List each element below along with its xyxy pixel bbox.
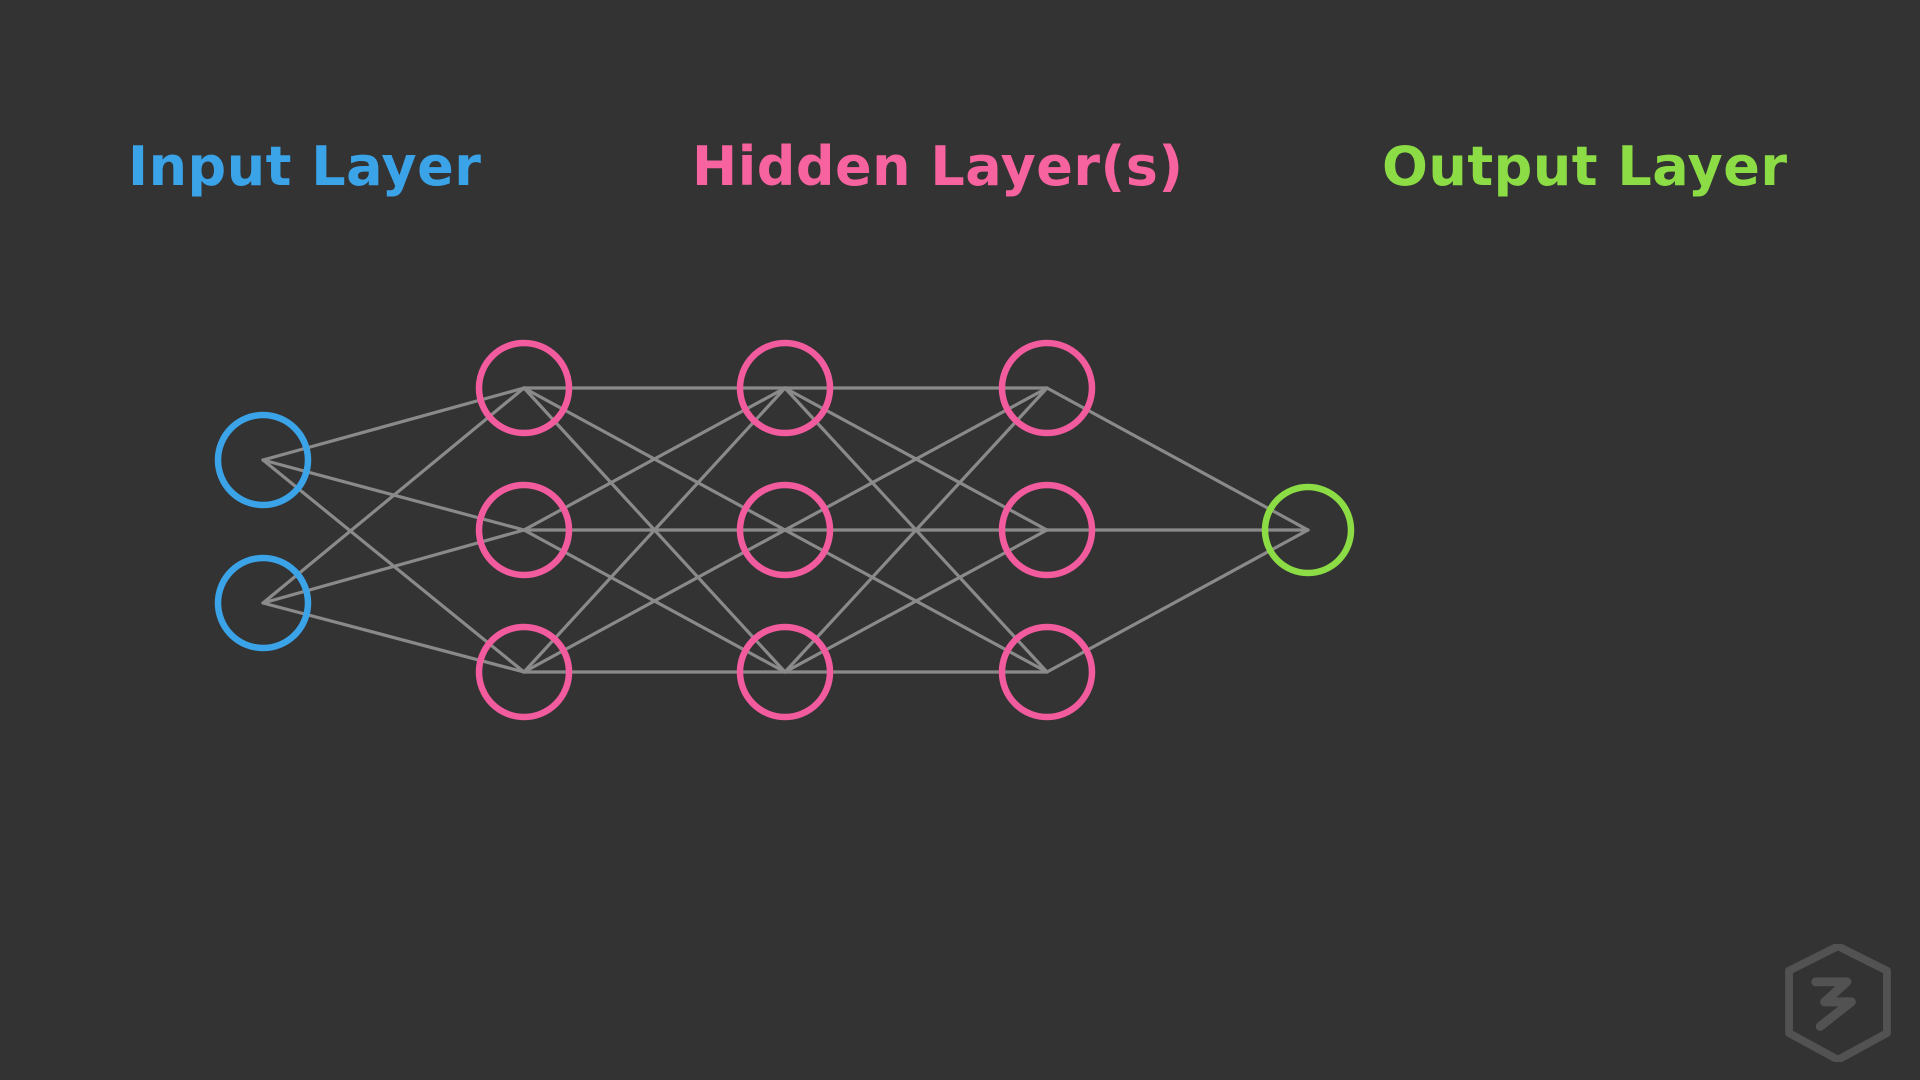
edge-input-n1-to-hidden-1-n0: [261, 386, 526, 605]
nodes-group: [214, 339, 1355, 721]
edge-input-n1-to-hidden-1-n2: [261, 601, 526, 674]
edge-input-n0-to-hidden-1-n0: [261, 386, 526, 462]
node-input-2: [214, 554, 312, 652]
edge-hidden-2-n2-to-hidden-3-n0: [783, 386, 1049, 674]
node-hidden-2-2: [736, 481, 834, 579]
edge-hidden-2-n2-to-hidden-3-n1: [783, 528, 1049, 674]
edge-hidden-3-n2-to-output-n0: [1045, 528, 1310, 674]
node-hidden-1-2: [475, 481, 573, 579]
edge-hidden-1-n2-to-hidden-2-n0: [522, 386, 787, 674]
edge-hidden-1-n2-to-hidden-2-n1: [522, 528, 787, 674]
edge-input-n1-to-hidden-1-n1: [261, 528, 526, 605]
node-input-1: [214, 411, 312, 509]
node-hidden-1-3: [475, 623, 573, 721]
node-hidden-3-1: [998, 339, 1096, 437]
node-output-1: [1261, 483, 1355, 577]
node-hidden-3-3: [998, 623, 1096, 721]
node-hidden-2-3: [736, 623, 834, 721]
edge-hidden-2-n1-to-hidden-3-n0: [783, 386, 1049, 532]
node-hidden-3-2: [998, 481, 1096, 579]
node-hidden-1-1: [475, 339, 573, 437]
node-hidden-2-1: [736, 339, 834, 437]
edge-hidden-3-n0-to-output-n0: [1045, 386, 1310, 532]
edge-hidden-1-n1-to-hidden-2-n0: [522, 386, 787, 532]
